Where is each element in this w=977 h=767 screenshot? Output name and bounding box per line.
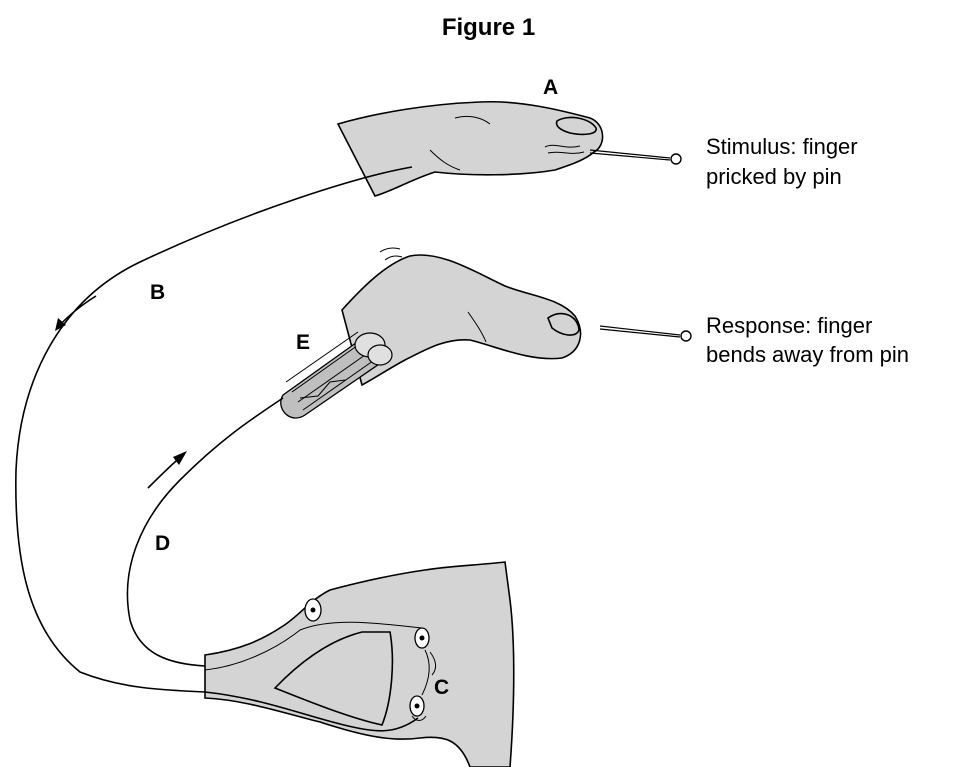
label-c: C <box>434 676 449 699</box>
label-b: B <box>150 281 165 304</box>
arrow-motor-direction <box>148 451 187 488</box>
response-caption-line2: bends away from pin <box>706 342 909 367</box>
response-caption-line1: Response: finger <box>706 313 872 338</box>
pin-stimulus <box>590 150 681 164</box>
label-a: A <box>543 76 558 99</box>
label-e: E <box>296 331 310 354</box>
stimulus-caption-line1: Stimulus: finger <box>706 134 858 159</box>
pricked-finger <box>338 102 603 196</box>
spinal-cord <box>205 562 514 767</box>
stimulus-caption-line2: pricked by pin <box>706 164 842 189</box>
arrow-sensory-direction <box>55 296 96 331</box>
label-d: D <box>155 532 170 555</box>
motor-neurone <box>127 398 283 666</box>
pin-response <box>600 326 691 341</box>
